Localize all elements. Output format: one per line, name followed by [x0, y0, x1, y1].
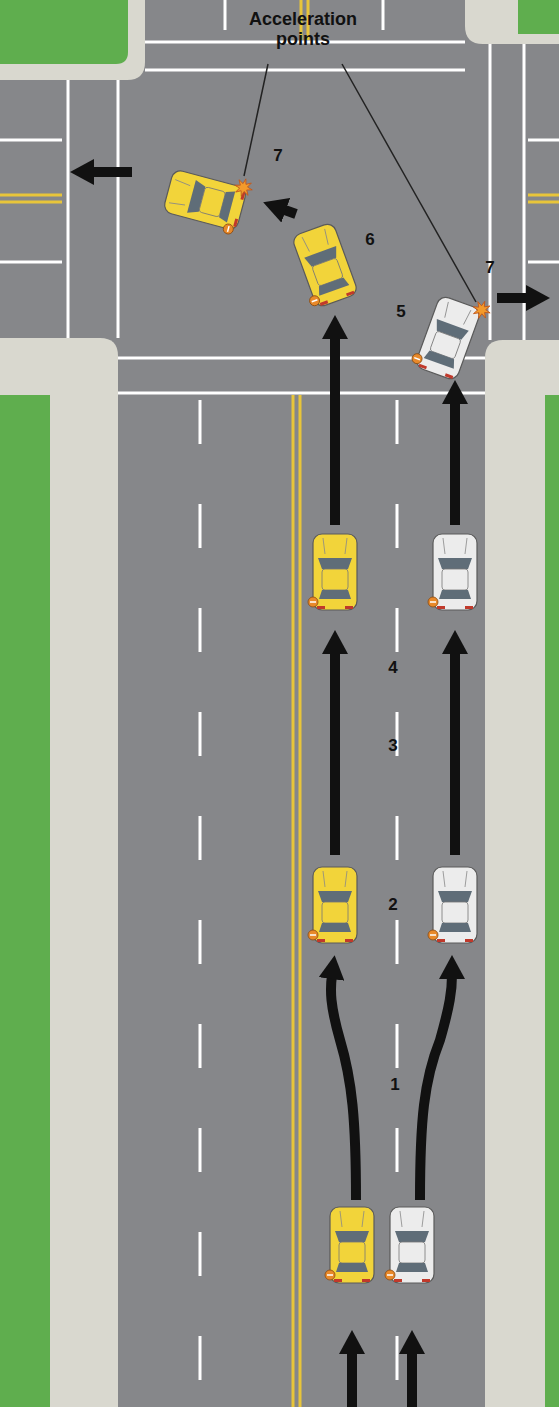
car	[325, 1207, 374, 1283]
acceleration-point	[233, 177, 255, 199]
callout-number: 6	[365, 231, 374, 250]
acceleration-point	[470, 298, 493, 321]
leader-lines	[244, 64, 476, 302]
callout-number: 5	[396, 303, 405, 322]
car	[308, 867, 357, 943]
car	[161, 160, 254, 237]
callout-number: 7	[485, 259, 494, 278]
callout-number: 4	[388, 659, 397, 678]
callout-number: 2	[388, 896, 397, 915]
callout-number: 3	[388, 737, 397, 756]
car	[410, 285, 494, 385]
car	[308, 534, 357, 610]
cars	[161, 160, 493, 1283]
path-arrows	[90, 172, 530, 1407]
car	[428, 867, 477, 943]
callout-number: 7	[273, 147, 282, 166]
car	[287, 222, 359, 310]
car	[428, 534, 477, 610]
callout-number: 1	[390, 1076, 399, 1095]
callout-label: Acceleration points	[233, 10, 373, 50]
car	[385, 1207, 434, 1283]
